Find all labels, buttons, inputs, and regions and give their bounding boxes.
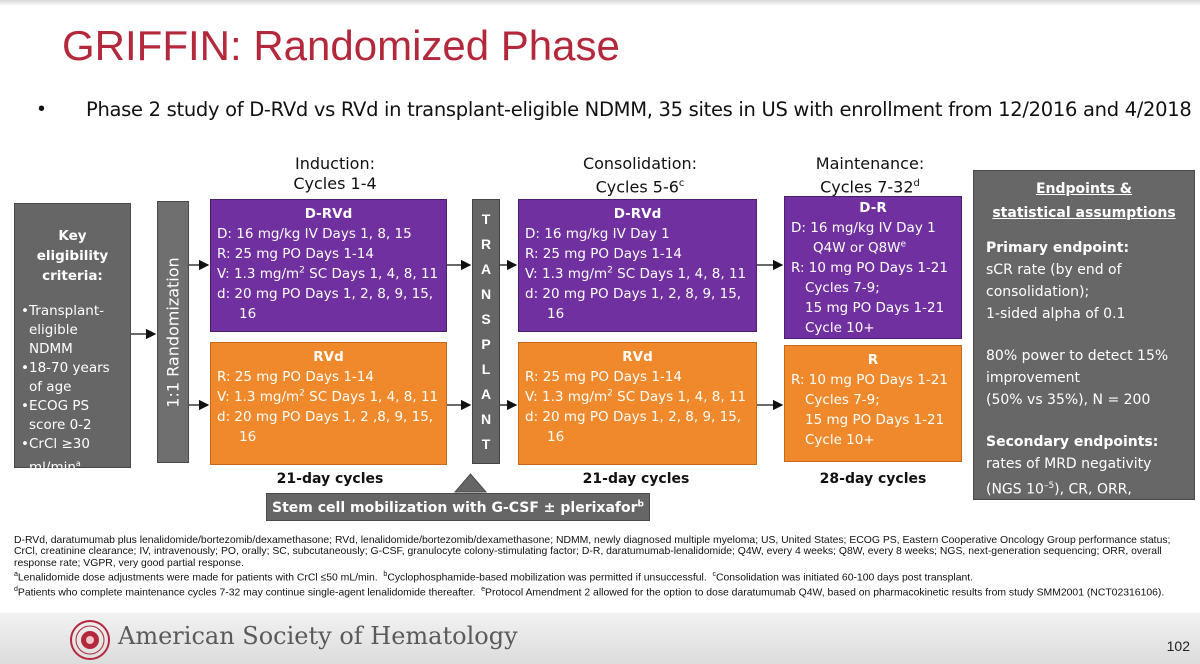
induction-rvd-r: R: 25 mg PO Days 1-14 [217,369,374,385]
maintenance-dr-header: D-R [859,200,887,216]
power-text: 80% power to detect 15% improvement [986,348,1169,386]
maintenance-dr-d2: Q4W or Q8We [813,239,907,256]
transplant-letter: S [481,310,491,327]
primary-endpoint-text: sCR rate (by end of consolidation); [986,262,1122,300]
consolidation-rvd-header: RVd [622,349,653,365]
consolidation-drvd-v: V: 1.3 mg/m2 SC Days 1, 4, 8, 11 [525,265,747,282]
phase-consolidation: Consolidation: Cycles 5-6c [582,154,698,197]
eligibility-list: Transplant-eligible NDMM 18-70 years of … [21,302,124,478]
footer-org-name: American Society of Hematology [118,622,518,650]
eligibility-item: ECOG PS score 0-2 [21,397,124,435]
transplant-letter: P [481,336,491,353]
induction-drvd-dex: d: 20 mg PO Days 1, 2, 8, 9, 15, [217,286,434,302]
phase-induction: Induction: Cycles 1-4 [293,154,377,193]
induction-drvd-r: R: 25 mg PO Days 1-14 [217,246,374,262]
induction-drvd-dex2: 16 [239,306,257,322]
consolidation-rvd-v: V: 1.3 mg/m2 SC Days 1, 4, 8, 11 [525,388,747,405]
maintenance-dr-r2: Cycles 7-9; [805,280,880,296]
induction-drvd-header: D-RVd [304,206,353,222]
cycles-induction: 21-day cycles [276,471,384,487]
transplant-bar: T R A N S P L A N T [472,199,500,464]
induction-rvd-dex2: 16 [239,429,257,445]
transplant-letter: N [480,285,492,302]
maintenance-r-r2: Cycles 7-9; [805,392,880,408]
top-divider [0,0,1200,6]
maintenance-dr-box: D-R D: 16 mg/kg IV Day 1 Q4W or Q8We R: … [784,196,962,339]
eligibility-title: Key eligibility criteria: [36,228,109,284]
eligibility-item: CrCl ≥30 ml/mina [21,435,124,478]
induction-rvd-dex: d: 20 mg PO Days 1, 2 ,8, 9, 15, [217,409,434,425]
footer-bar [0,613,1200,664]
transplant-letter: A [480,386,492,403]
consolidation-drvd-dex2: 16 [547,306,565,322]
footnotes: D-RVd, daratumumab plus lenalidomide/bor… [14,535,1194,599]
consolidation-rvd-dex: d: 20 mg PO Days 1, 2, 8, 9, 15, [525,409,742,425]
transplant-letter: L [481,361,491,378]
footnote-d-e: dPatients who complete maintenance cycle… [14,586,1165,599]
page-number: 102 [1166,638,1190,654]
phase-maintenance: Maintenance: Cycles 7-32d [815,154,925,197]
consolidation-rvd-dex2: 16 [547,429,565,445]
induction-drvd-v: V: 1.3 mg/m2 SC Days 1, 4, 8, 11 [217,265,439,282]
secondary-endpoint-text-1: rates of MRD negativity [986,456,1152,472]
footnote-a-b-c: aLenalidomide dose adjustments were made… [14,571,974,584]
eligibility-item: Transplant-eligible NDMM [21,302,124,359]
maintenance-r-r3: 15 mg PO Days 1-21 [805,412,945,428]
maintenance-r-header: R [867,352,879,368]
maintenance-r-box: R R: 10 mg PO Days 1-21 Cycles 7-9; 15 m… [784,345,962,462]
bullet-text: Phase 2 study of D-RVd vs RVd in transpl… [86,98,1192,121]
slide-title: GRIFFIN: Randomized Phase [62,22,620,69]
bullet-marker: • [38,98,46,120]
eligibility-item: 18-70 years of age [21,359,124,397]
induction-rvd-header: RVd [313,349,344,365]
secondary-endpoint-label: Secondary endpoints: [986,434,1159,450]
alpha-text: 1-sided alpha of 0.1 [986,306,1126,322]
consolidation-rvd-r: R: 25 mg PO Days 1-14 [525,369,682,385]
transplant-letter: T [481,436,491,453]
consolidation-drvd-header: D-RVd [613,206,662,222]
induction-rvd-v: V: 1.3 mg/m2 SC Days 1, 4, 8, 11 [217,388,439,405]
endpoints-box: Endpoints & statistical assumptions Prim… [973,170,1195,520]
footnote-abbreviations: D-RVd, daratumumab plus lenalidomide/bor… [14,535,1171,569]
endpoints-title-2: statistical assumptions [992,205,1176,221]
consolidation-drvd-d: D: 16 mg/kg IV Day 1 [525,226,670,242]
transplant-letter: N [480,411,492,428]
maintenance-dr-r3: 15 mg PO Days 1-21 [805,300,945,316]
stem-cell-pointer [453,473,488,493]
primary-endpoint-label: Primary endpoint: [986,240,1130,256]
transplant-letter: T [481,210,491,227]
cycles-consolidation: 21-day cycles [582,471,690,487]
consolidation-drvd-dex: d: 20 mg PO Days 1, 2, 8, 9, 15, [525,286,742,302]
induction-drvd-d: D: 16 mg/kg IV Days 1, 8, 15 [217,226,412,242]
transplant-letter: A [480,260,492,277]
consolidation-drvd-box: D-RVd D: 16 mg/kg IV Day 1 R: 25 mg PO D… [518,199,757,332]
maintenance-dr-r4: Cycle 10+ [805,320,875,336]
eligibility-box: Key eligibility criteria: Transplant-eli… [14,203,131,476]
endpoints-title-1: Endpoints & [1035,181,1133,197]
secondary-endpoint-text-2: (NGS 10–5), CR, ORR, ≥VGPR [986,481,1132,520]
induction-drvd-box: D-RVd D: 16 mg/kg IV Days 1, 8, 15 R: 25… [210,199,447,332]
randomization-bar [157,201,189,463]
maintenance-r-r1: R: 10 mg PO Days 1-21 [791,372,948,388]
power-detail: (50% vs 35%), N = 200 [986,392,1151,408]
maintenance-r-r4: Cycle 10+ [805,432,875,448]
consolidation-rvd-box: RVd R: 25 mg PO Days 1-14 V: 1.3 mg/m2 S… [518,342,757,465]
maintenance-dr-r1: R: 10 mg PO Days 1-21 [791,260,948,276]
maintenance-dr-d1: D: 16 mg/kg IV Day 1 [791,220,936,236]
ash-logo-icon [70,620,110,660]
stem-cell-mobilization: Stem cell mobilization with G-CSF ± pler… [266,493,650,521]
transplant-letter: R [480,235,492,252]
cycles-maintenance: 28-day cycles [819,471,927,487]
consolidation-drvd-r: R: 25 mg PO Days 1-14 [525,246,682,262]
induction-rvd-box: RVd R: 25 mg PO Days 1-14 V: 1.3 mg/m2 S… [210,342,447,465]
